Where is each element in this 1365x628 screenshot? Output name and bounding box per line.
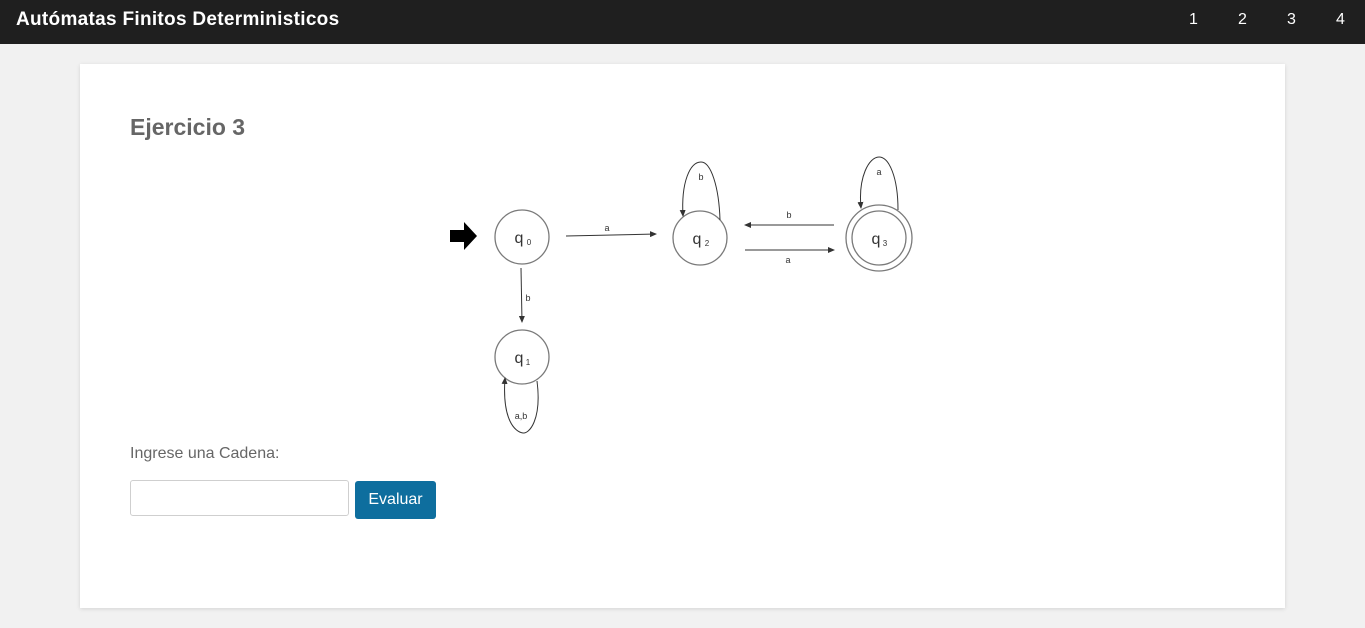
transition-q3-q2-label: b: [786, 210, 791, 220]
transition-q1-loop-label: a,b: [515, 411, 528, 421]
transition-q0-q1-arrow: [518, 267, 525, 323]
initial-state-arrow: [450, 222, 477, 250]
state-q3-name: q: [872, 231, 881, 248]
state-q1-name: q: [515, 350, 524, 367]
exercise-nav: 1 2 3 4: [1169, 0, 1365, 44]
transition-q0-q2-arrow: [565, 231, 657, 238]
transition-q3-loop-label: a: [876, 167, 881, 177]
transition-q0-q2-label: a: [604, 223, 609, 233]
transition-q2-loop-label: b: [698, 172, 703, 182]
state-q3-subscript: 3: [883, 239, 888, 248]
string-input[interactable]: [130, 480, 349, 516]
exercise-title: Ejercicio 3: [130, 114, 246, 140]
evaluate-button[interactable]: Evaluar: [355, 481, 436, 519]
app-title: Autómatas Finitos Deterministicos: [16, 9, 340, 30]
string-input-label: Ingrese una Cadena:: [130, 445, 280, 462]
state-q2: q 2: [672, 210, 728, 266]
nav-link-3[interactable]: 3: [1287, 11, 1296, 28]
state-q1-subscript: 1: [526, 358, 531, 367]
exercise-card: Ejercicio 3 q 0 q 1 q 2: [80, 64, 1285, 608]
transition-q1-loop-arrow: [501, 377, 539, 434]
transition-q2-q3-label: a: [785, 255, 790, 265]
state-q2-subscript: 2: [705, 239, 710, 248]
state-q2-name: q: [693, 231, 702, 248]
nav-link-4[interactable]: 4: [1336, 11, 1345, 28]
state-q0-name: q: [515, 230, 524, 247]
state-q0: q 0: [494, 209, 550, 265]
transition-q0-q1-label: b: [525, 293, 530, 303]
top-navbar: Autómatas Finitos Deterministicos 1 2 3 …: [0, 0, 1365, 44]
nav-link-1[interactable]: 1: [1189, 11, 1198, 28]
transition-q2-loop-arrow: [679, 161, 721, 221]
state-q1: q 1: [494, 329, 550, 385]
transition-q3-loop-arrow: [857, 156, 899, 211]
state-q3: q 3: [845, 204, 913, 272]
nav-link-2[interactable]: 2: [1238, 11, 1247, 28]
automaton-diagram: q 0 q 1 q 2 q 3 a b a,b: [450, 156, 913, 434]
state-q0-subscript: 0: [527, 238, 532, 247]
